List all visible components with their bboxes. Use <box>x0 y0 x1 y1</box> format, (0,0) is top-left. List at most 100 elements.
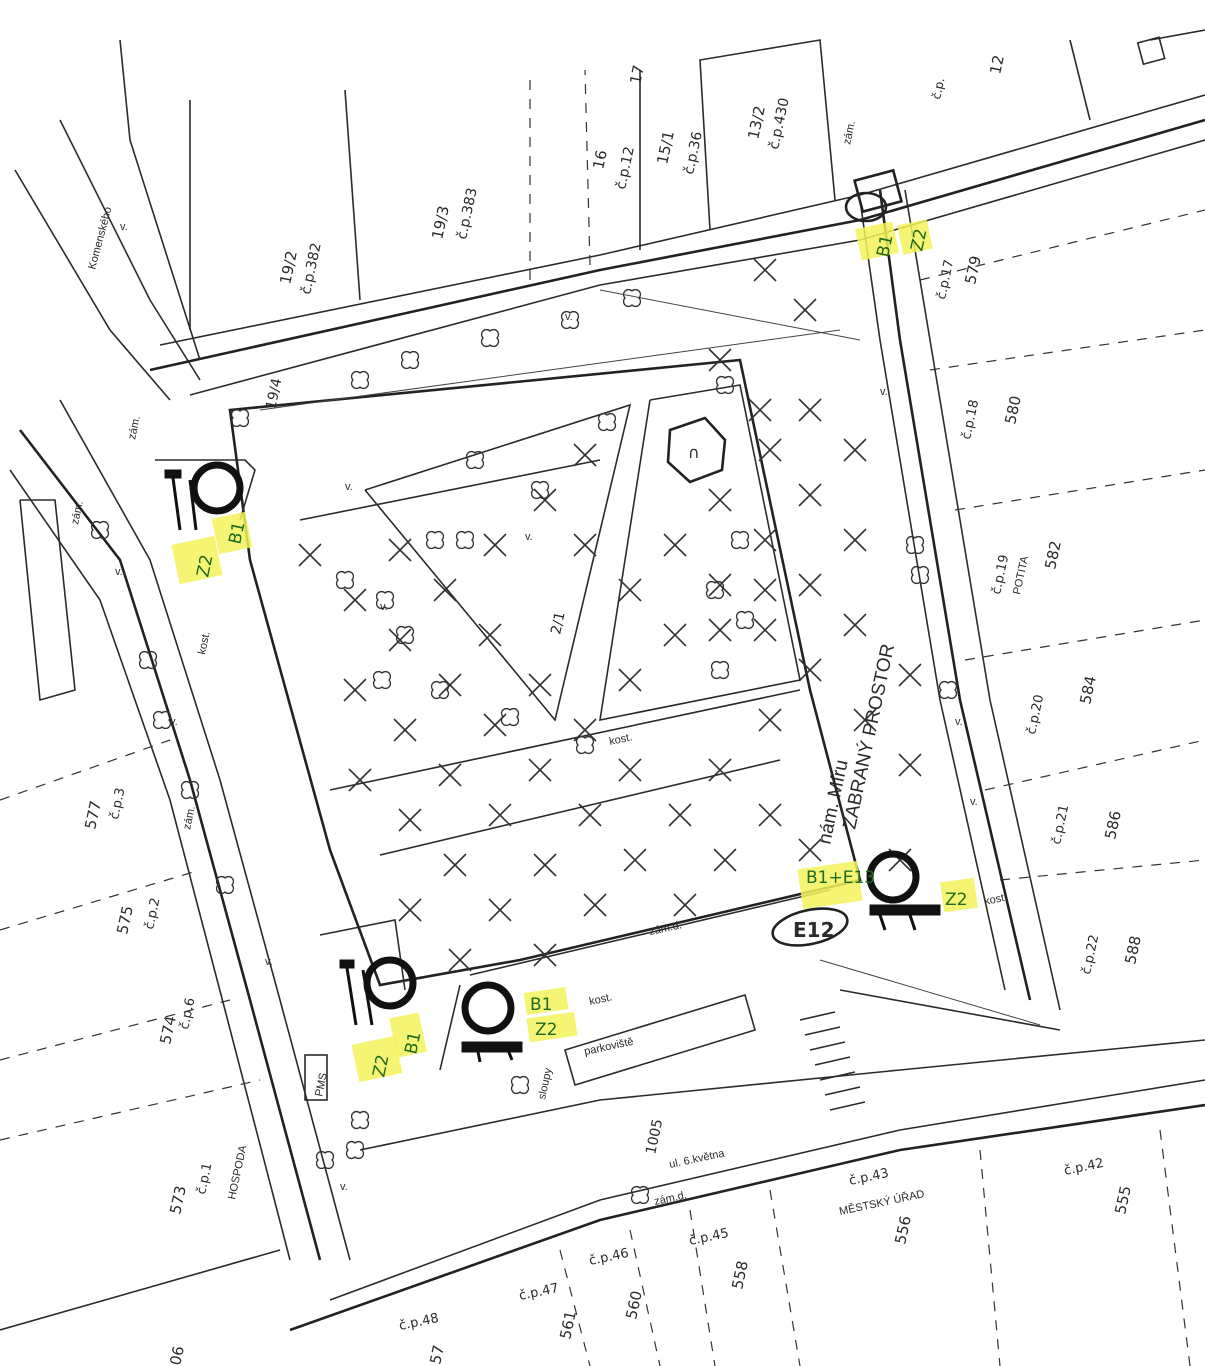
monument-octagon <box>666 416 727 484</box>
marker-2-label-top: B1 <box>401 1030 425 1056</box>
abbr-v-6: v. <box>880 386 888 398</box>
label-hospoda: HOSPODA <box>226 1144 249 1201</box>
label-kost-1: kost. <box>608 731 633 748</box>
parcel-574-cp: č.p.6 <box>177 996 198 1030</box>
parcel-584-cp: č.p.20 <box>1024 693 1047 735</box>
sign-e12-label: E12 <box>793 918 835 942</box>
abbr-v-9: v. <box>525 531 533 543</box>
svg-text:∩: ∩ <box>688 443 700 462</box>
abbr-zam-3: zám. <box>181 805 198 831</box>
parcel-580-cp: č.p.18 <box>959 398 982 440</box>
marker-3-label-top: B1 <box>530 995 552 1015</box>
parcel-17: 17 <box>626 63 648 85</box>
parcel-561: 561 <box>556 1309 580 1341</box>
parcel-573: 573 <box>166 1184 190 1216</box>
parcel-586: 586 <box>1101 809 1125 841</box>
street-6-kvetna: ul. 6.května <box>668 1147 726 1171</box>
label-sloupy: sloupy <box>536 1067 554 1101</box>
parcel-13-2-cp: č.p.430 <box>766 96 793 150</box>
abbr-zam-1: zám. <box>69 500 86 526</box>
abbr-v-10: v. <box>380 601 388 613</box>
street-zam-d: zám.d. <box>653 1189 688 1208</box>
label-kost-4: kost. <box>196 630 213 655</box>
label-kost-3: kost. <box>983 891 1008 908</box>
square-note: ZABRANÝ PROSTOR <box>839 642 899 831</box>
parcel-579: 579 <box>961 254 985 286</box>
label-pms: PMS <box>313 1072 330 1098</box>
parcel-555: 555 <box>1111 1184 1135 1216</box>
parcel-15-1: 15/1 <box>653 129 678 166</box>
parcel-12-cp: č.p. <box>929 76 947 100</box>
parcel-558: 558 <box>728 1259 752 1291</box>
marker-1-label-bottom: Z2 <box>193 553 217 579</box>
label-parkoviste: parkoviště <box>583 1036 635 1058</box>
marker-5-label-bottom: Z2 <box>907 227 931 253</box>
abbr-v-4: v. <box>265 956 273 968</box>
parcel-580: 580 <box>1001 394 1025 426</box>
parcel-555-cp: č.p.42 <box>1063 1156 1105 1179</box>
road-network: ∩ <box>9 39 1205 1332</box>
sign-marker-2: B1 Z2 <box>319 919 427 1083</box>
abbr-v-2: v. <box>115 566 123 578</box>
map-labels: nám. Míru ZABRANÝ PROSTOR Komenského ul.… <box>69 53 1145 1366</box>
parcel-582: 582 <box>1041 539 1065 571</box>
pedestrian-crossing <box>799 1011 866 1111</box>
marker-1-label-top: B1 <box>225 520 249 546</box>
parcel-556-cp: č.p.43 <box>848 1166 890 1189</box>
marker-3-label-bottom: Z2 <box>535 1020 557 1040</box>
parcel-558-cp: č.p.45 <box>688 1226 730 1249</box>
parcel-588-cp: č.p.22 <box>1079 933 1102 975</box>
sign-marker-5: B1 Z2 <box>844 168 933 261</box>
pms-box <box>304 1054 328 1101</box>
parcel-561-cp: č.p.47 <box>518 1281 560 1304</box>
parcel-586-cp: č.p.21 <box>1049 803 1072 845</box>
parcel-575: 575 <box>113 904 137 936</box>
tree-symbols <box>90 288 958 1205</box>
abbr-v-3: v. <box>170 716 178 728</box>
parcel-1005: 1005 <box>643 1118 666 1156</box>
parcel-577-cp: č.p.3 <box>107 786 128 820</box>
parcel-13-2: 13/2 <box>744 104 769 141</box>
parcel-556: 556 <box>891 1214 915 1246</box>
parcel-12: 12 <box>986 53 1008 75</box>
parcel-16-cp: č.p.12 <box>613 145 638 191</box>
marker-5-label-top: B1 <box>873 233 897 259</box>
sign-marker-1: B1 Z2 <box>155 459 256 585</box>
label-potita: POTITA <box>1011 554 1031 595</box>
parcel-582-cp: č.p.19 <box>989 553 1012 595</box>
parcel-19-3-cp: č.p.383 <box>454 186 481 240</box>
parcel-588: 588 <box>1121 934 1145 966</box>
traffic-sign-markers: B1 Z2 B1 Z2 <box>155 168 978 1083</box>
parcel-579-cp: č.p.17 <box>934 258 957 300</box>
sign-marker-3: B1 Z2 <box>439 981 578 1071</box>
abbr-v-8: v. <box>970 796 978 808</box>
parcel-577: 577 <box>81 799 105 831</box>
abbr-v-7: v. <box>955 716 963 728</box>
parcel-15-1-cp: č.p.36 <box>681 130 706 176</box>
abbr-zam-2: zám. <box>126 415 143 441</box>
parcel-574: 574 <box>156 1014 180 1046</box>
parcel-2-1: 2/1 <box>548 610 568 635</box>
parcel-584: 584 <box>1076 674 1100 706</box>
abbr-v-1: v. <box>120 221 128 233</box>
marker-2-label-bottom: Z2 <box>369 1053 393 1079</box>
parcel-573-cp: č.p.1 <box>194 1161 215 1195</box>
parcel-57-cp: č.p.48 <box>398 1311 440 1334</box>
abbr-v-12: v. <box>345 481 353 493</box>
parcel-19-2-cp: č.p.382 <box>298 241 325 295</box>
parcel-575-cp: č.p.2 <box>142 896 163 930</box>
abbr-v-5: v. <box>340 1181 348 1193</box>
parcel-06: 06 <box>166 1344 188 1366</box>
sign-marker-4: B1+E13 Z2 E12 <box>771 850 978 947</box>
label-zam-d-2: zám.d. <box>648 919 683 938</box>
parcel-19-2: 19/2 <box>276 249 301 286</box>
abbr-v-11: v. <box>565 311 573 323</box>
parcel-16: 16 <box>589 148 611 170</box>
label-kost-2: kost. <box>588 991 613 1008</box>
parcel-560-cp: č.p.46 <box>588 1246 630 1269</box>
tree-removal-marks <box>298 258 922 972</box>
street-komenskeho: Komenského <box>86 206 114 271</box>
parcel-19-3: 19/3 <box>428 204 453 241</box>
label-mestsky-urad: MĚSTSKÝ ÚŘAD <box>838 1187 926 1218</box>
